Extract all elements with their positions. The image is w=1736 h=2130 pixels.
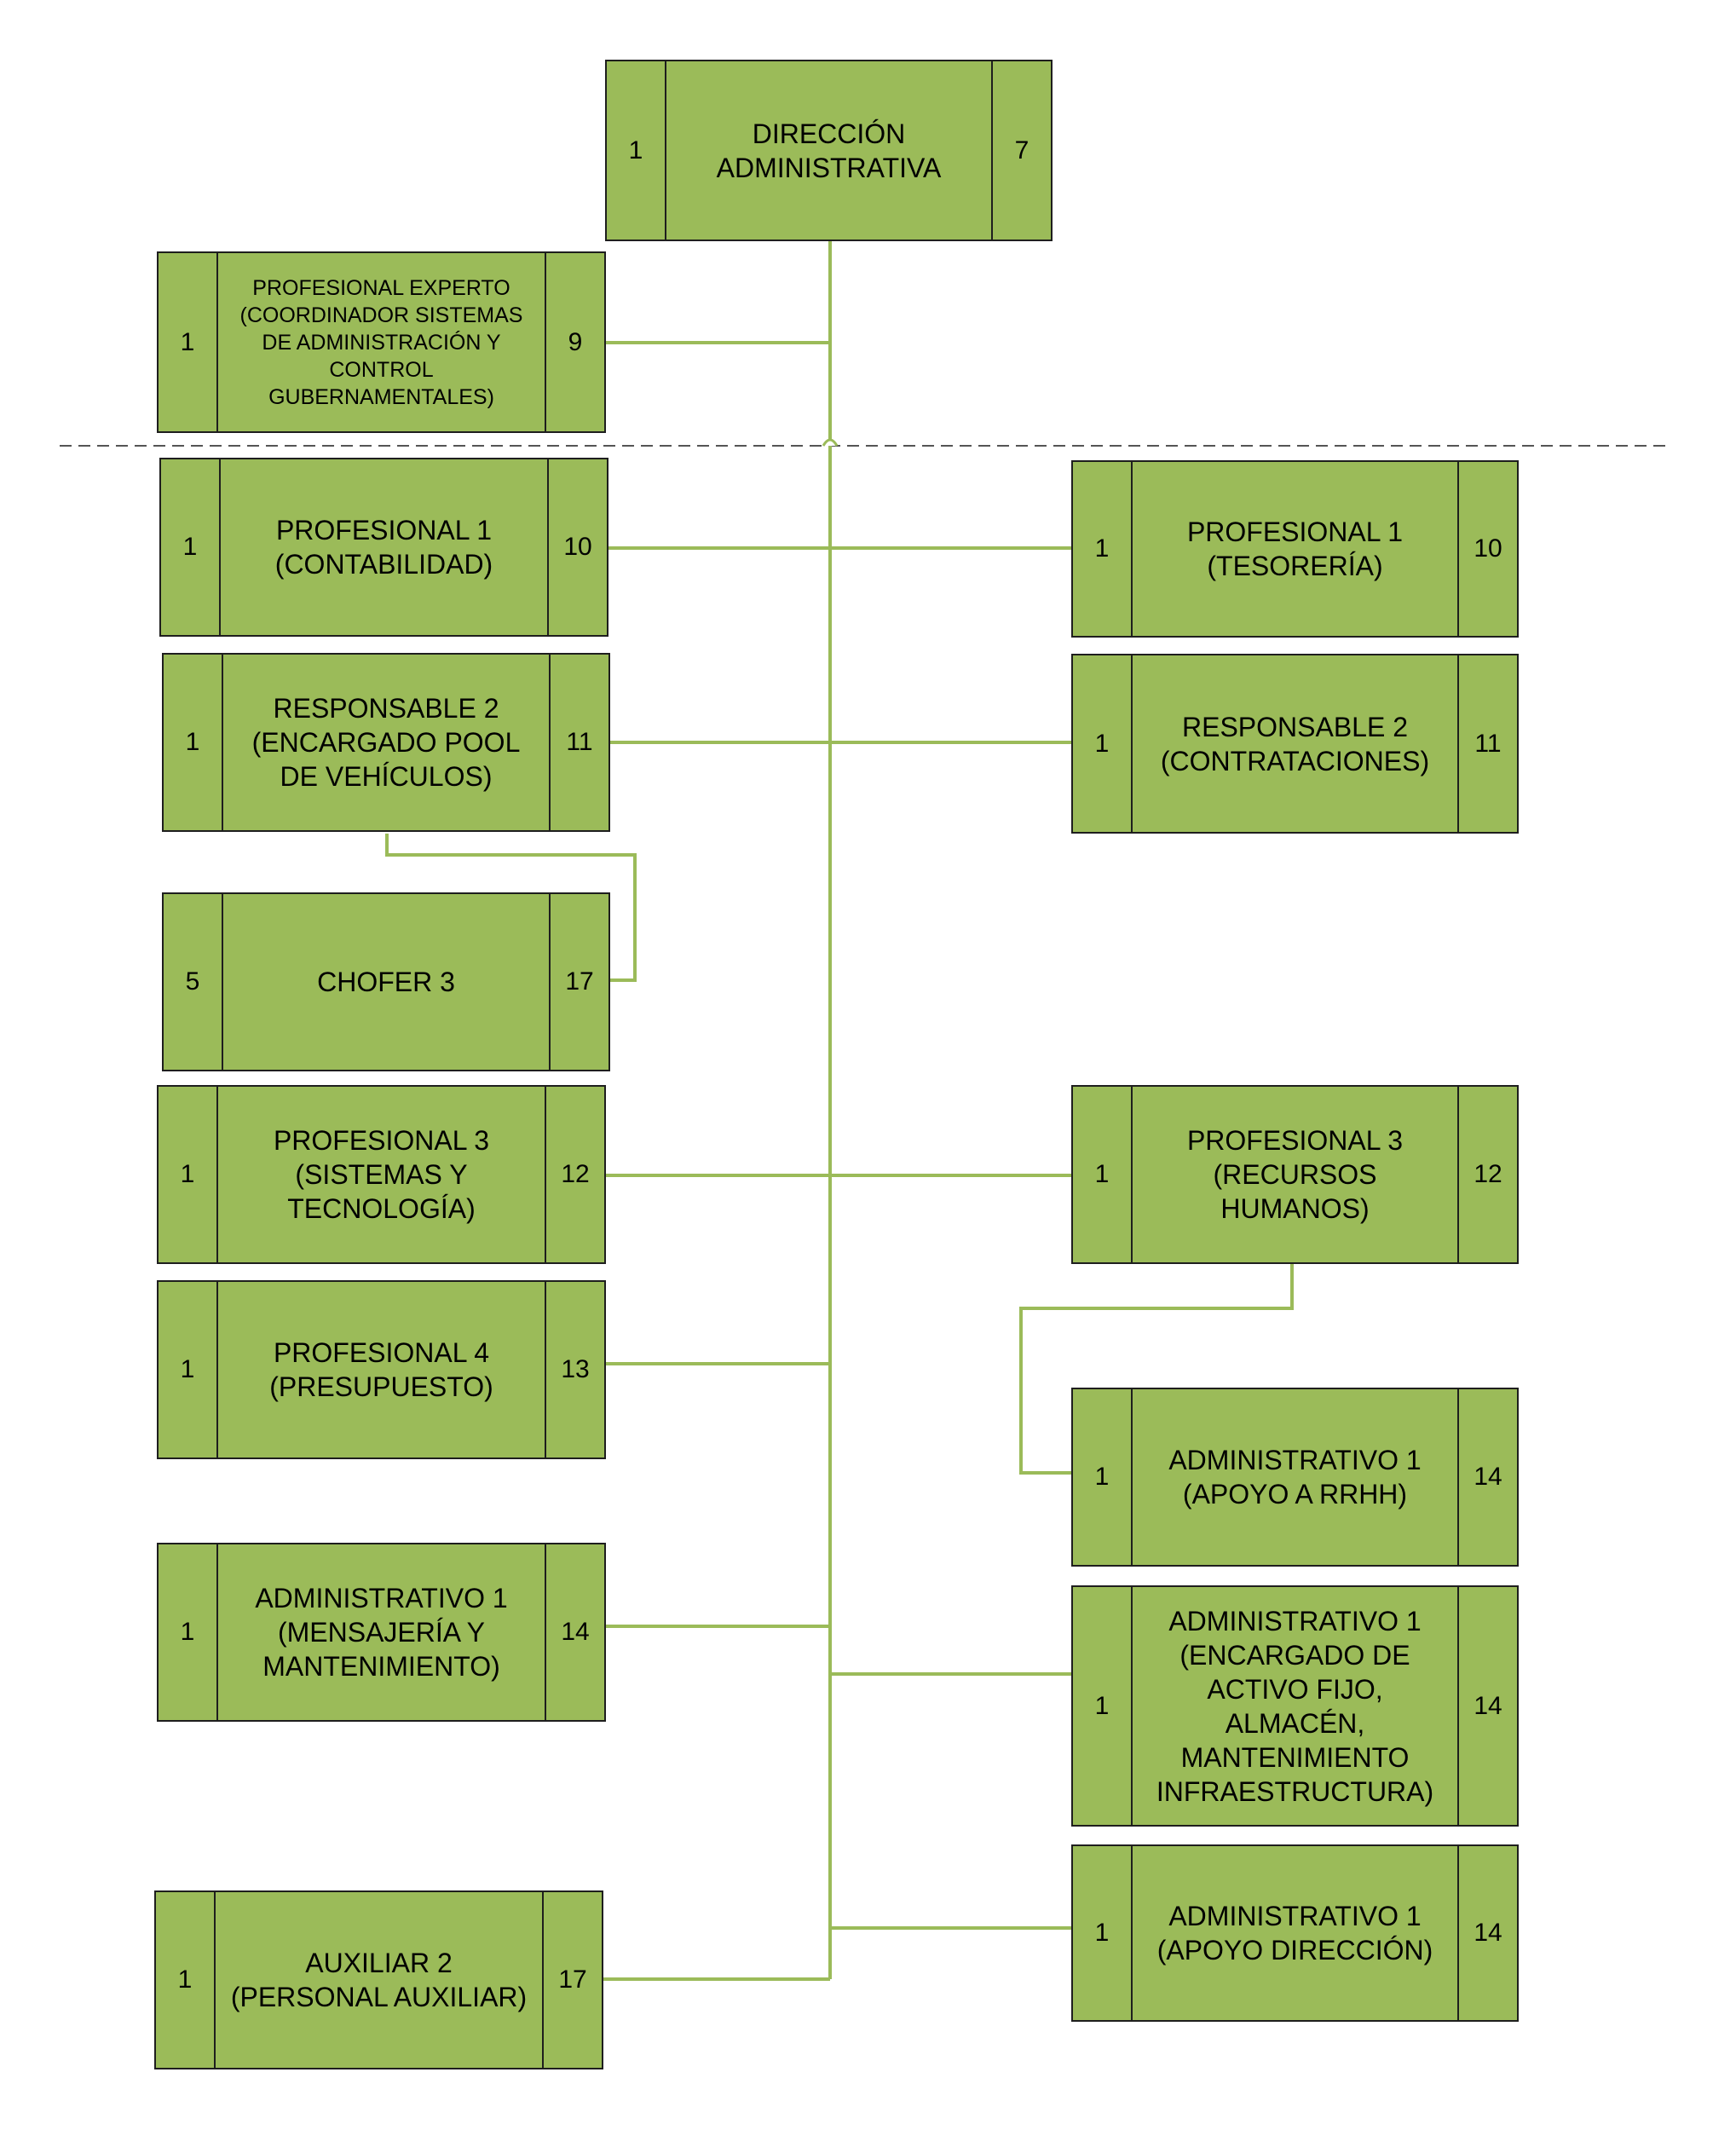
org-node-resp2-contrataciones: 1 RESPONSABLE 2 (CONTRATACIONES) 11: [1071, 654, 1519, 834]
node-level: 7: [991, 61, 1051, 240]
org-node-admin1-rrhh: 1 ADMINISTRATIVO 1 (APOYO A RRHH) 14: [1071, 1388, 1519, 1567]
node-level: 11: [549, 655, 608, 830]
org-node-resp2-pool: 1 RESPONSABLE 2 (ENCARGADO POOL DE VEHÍCU…: [162, 653, 610, 832]
node-count: 1: [1073, 655, 1133, 832]
node-count: 1: [607, 61, 666, 240]
node-level: 12: [1457, 1087, 1517, 1262]
node-level: 17: [549, 894, 608, 1070]
node-title: PROFESIONAL 4 (PRESUPUESTO): [269, 1337, 493, 1402]
node-level: 13: [545, 1282, 604, 1458]
org-node-prof3-sistemas: 1 PROFESIONAL 3 (SISTEMAS Y TECNOLOGÍA) 12: [157, 1085, 606, 1264]
node-level: 14: [1457, 1846, 1517, 2020]
org-node-prof1-tesoreria: 1 PROFESIONAL 1 (TESORERÍA) 10: [1071, 460, 1519, 638]
node-title: CHOFER 3: [317, 967, 455, 997]
node-count: 1: [1073, 1846, 1133, 2020]
org-node-prof3-rrhh: 1 PROFESIONAL 3 (RECURSOS HUMANOS) 12: [1071, 1085, 1519, 1264]
org-node-admin1-mensajeria: 1 ADMINISTRATIVO 1 (MENSAJERÍA Y MANTENIM…: [157, 1543, 606, 1722]
node-count: 1: [1073, 462, 1133, 636]
node-count: 5: [164, 894, 223, 1070]
org-node-prof1-contabilidad: 1 PROFESIONAL 1 (CONTABILIDAD) 10: [159, 458, 608, 637]
node-title: PROFESIONAL 1 (TESORERÍA): [1186, 517, 1404, 581]
node-level: 14: [1457, 1587, 1517, 1825]
node-count: 1: [159, 1544, 218, 1720]
node-level: 9: [545, 253, 604, 431]
node-count: 1: [161, 459, 221, 635]
node-count: 1: [159, 1282, 218, 1458]
node-level: 14: [545, 1544, 604, 1720]
node-title: ADMINISTRATIVO 1 (APOYO DIRECCIÓN): [1156, 1901, 1433, 1965]
node-level: 14: [1457, 1389, 1517, 1565]
node-title: ADMINISTRATIVO 1 (ENCARGADO DE ACTIVO FI…: [1156, 1605, 1434, 1807]
node-level: 17: [542, 1892, 602, 2068]
node-level: 11: [1457, 655, 1517, 832]
org-node-chofer3: 5 CHOFER 3 17: [162, 892, 610, 1071]
node-title: RESPONSABLE 2 (ENCARGADO POOL DE VEHÍCUL…: [251, 693, 521, 792]
trunk-hop: [822, 438, 839, 447]
node-title: RESPONSABLE 2 (CONTRATACIONES): [1160, 711, 1430, 776]
node-title: ADMINISTRATIVO 1 (APOYO A RRHH): [1168, 1445, 1422, 1509]
org-node-prof4-presupuesto: 1 PROFESIONAL 4 (PRESUPUESTO) 13: [157, 1280, 606, 1459]
node-count: 1: [156, 1892, 216, 2068]
node-title: DIRECCIÓN ADMINISTRATIVA: [716, 118, 942, 183]
node-title: PROFESIONAL EXPERTO (COORDINADOR SISTEMA…: [239, 275, 523, 409]
org-node-admin1-direccion: 1 ADMINISTRATIVO 1 (APOYO DIRECCIÓN) 14: [1071, 1844, 1519, 2022]
node-level: 10: [1457, 462, 1517, 636]
node-count: 1: [159, 253, 218, 431]
node-title: PROFESIONAL 3 (RECURSOS HUMANOS): [1186, 1125, 1404, 1224]
connector-chofer: [385, 834, 637, 982]
node-title: AUXILIAR 2 (PERSONAL AUXILIAR): [230, 1948, 528, 2012]
node-count: 1: [159, 1087, 218, 1262]
node-title: ADMINISTRATIVO 1 (MENSAJERÍA Y MANTENIMI…: [255, 1583, 508, 1682]
node-level: 10: [547, 459, 607, 635]
node-title: PROFESIONAL 1 (CONTABILIDAD): [274, 515, 493, 580]
node-count: 1: [1073, 1389, 1133, 1565]
node-level: 12: [545, 1087, 604, 1262]
connector-apoyo-rrhh: [1019, 1264, 1294, 1475]
node-count: 1: [164, 655, 223, 830]
node-title: PROFESIONAL 3 (SISTEMAS Y TECNOLOGÍA): [273, 1125, 490, 1224]
node-count: 1: [1073, 1087, 1133, 1262]
org-node-direccion: 1 DIRECCIÓN ADMINISTRATIVA 7: [605, 60, 1053, 241]
node-count: 1: [1073, 1587, 1133, 1825]
